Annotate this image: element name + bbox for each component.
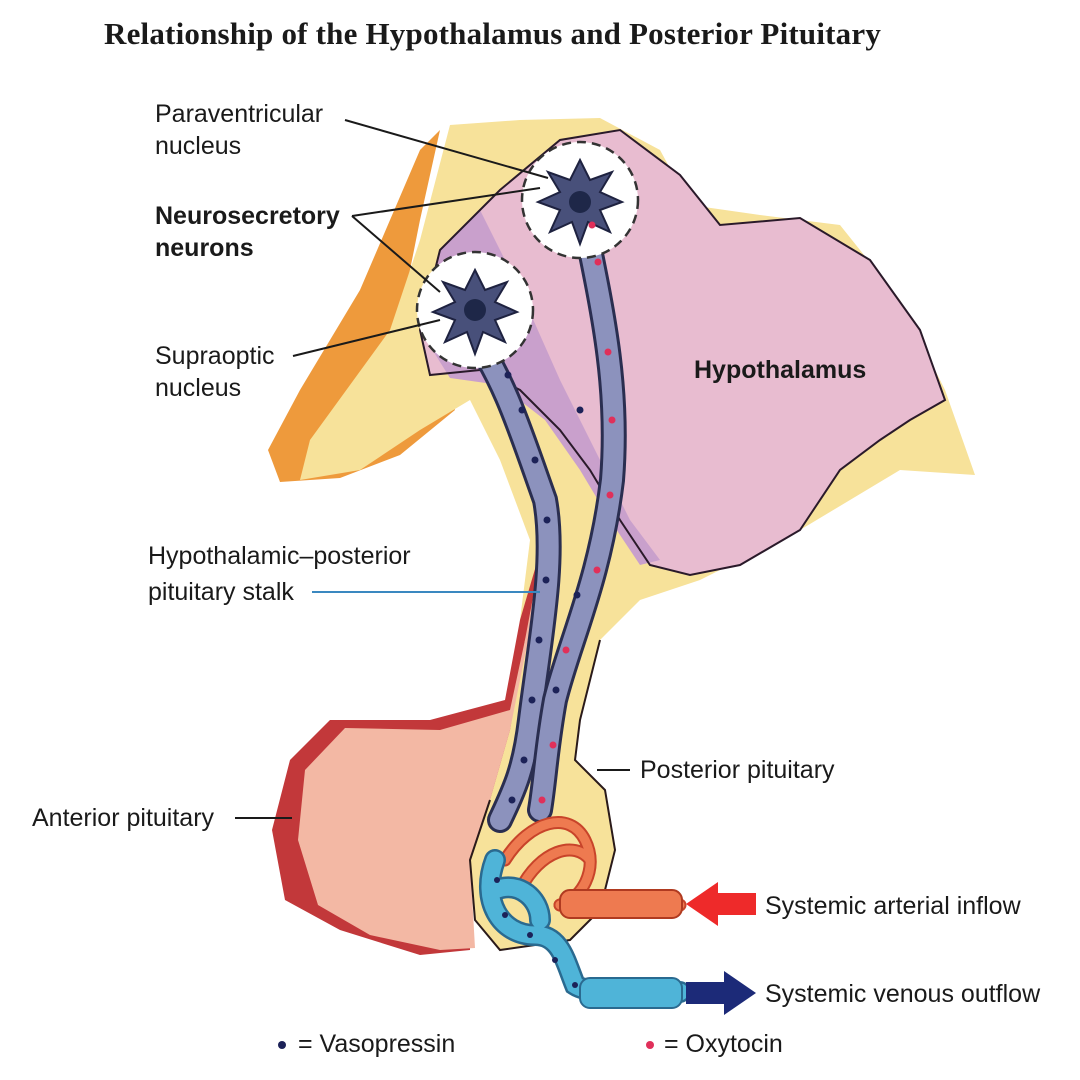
vein-vessel — [579, 977, 683, 1009]
diagram-title: Relationship of the Hypothalamus and Pos… — [104, 16, 882, 51]
artery-vessel — [559, 889, 683, 919]
label-hypothalamus: Hypothalamus — [694, 356, 867, 384]
legend-oxytocin: = Oxytocin — [664, 1030, 783, 1058]
leader-lines — [235, 119, 630, 819]
label-arterial-inflow: Systemic arterial inflow — [765, 892, 1021, 920]
hypothalamus-outline — [418, 128, 947, 577]
supraoptic-nucleus-dot — [464, 299, 486, 321]
oxytocin-granules — [538, 221, 616, 804]
vasopressin-legend-dot — [278, 1041, 286, 1049]
label-supraoptic-line1: Supraoptic — [155, 342, 275, 370]
label-venous-outflow: Systemic venous outflow — [765, 980, 1041, 1008]
label-stalk-line1: Hypothalamic–posterior — [148, 542, 411, 570]
label-stalk-line2: pituitary stalk — [148, 578, 294, 606]
vasopressin-granules — [504, 371, 584, 804]
label-anterior-pituitary: Anterior pituitary — [32, 804, 215, 832]
paraventricular-nucleus-dot — [569, 191, 591, 213]
anterior-pituitary-shape — [298, 560, 540, 950]
label-paraventricular-line1: Paraventricular — [155, 100, 324, 128]
arterial-inflow-arrow — [686, 882, 756, 926]
paraventricular-neuron-tract-fill — [530, 190, 624, 820]
label-neurosecretory-line1: Neurosecretory — [155, 202, 340, 230]
label-neurosecretory-line2: neurons — [155, 234, 254, 262]
venous-outflow-arrow — [686, 971, 756, 1015]
oxytocin-legend-dot — [646, 1041, 654, 1049]
legend-vasopressin: = Vasopressin — [298, 1030, 456, 1058]
label-posterior-pituitary: Posterior pituitary — [640, 756, 835, 784]
label-supraoptic-line2: nucleus — [155, 374, 242, 402]
label-paraventricular-line2: nucleus — [155, 132, 242, 160]
venous-granules — [494, 877, 578, 988]
